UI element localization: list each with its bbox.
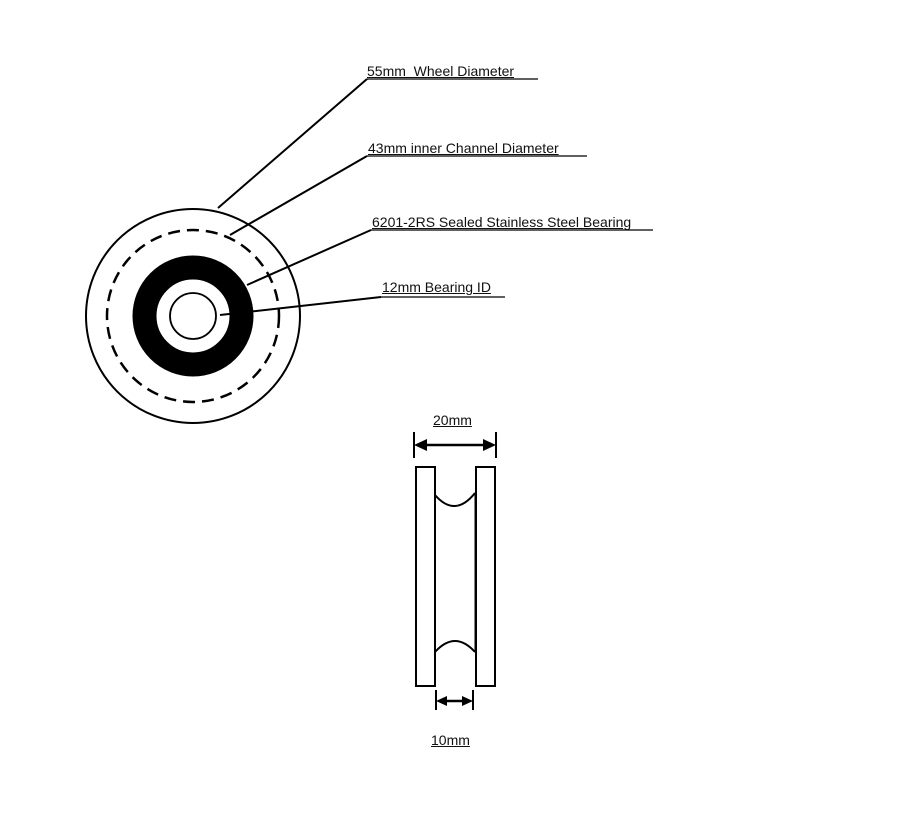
leader-channel-diameter — [229, 155, 368, 236]
channel-top-curve — [434, 492, 476, 507]
label-channel-width-10mm: 10mm — [431, 732, 470, 748]
wheel-outer-circle — [85, 208, 301, 424]
left-flange — [415, 466, 436, 687]
leader-bearing — [246, 229, 372, 286]
label-wheel-diameter: 55mm Wheel Diameter — [367, 63, 515, 79]
leader-wheel-diameter — [217, 78, 368, 209]
channel-bottom-curve — [434, 640, 476, 653]
right-flange — [475, 466, 496, 687]
label-width-20mm: 20mm — [433, 412, 472, 428]
side-view — [413, 432, 497, 710]
label-channel-diameter: 43mm inner Channel Diameter — [368, 140, 559, 156]
label-bearing-id: 12mm Bearing ID — [382, 279, 491, 295]
channel-dashed-circle — [105, 228, 281, 404]
label-bearing: 6201-2RS Sealed Stainless Steel Bearing — [372, 214, 632, 230]
bearing-bore — [169, 292, 217, 340]
bearing-ring — [132, 255, 254, 377]
front-view — [85, 78, 653, 424]
leader-bearing-id — [219, 296, 382, 316]
